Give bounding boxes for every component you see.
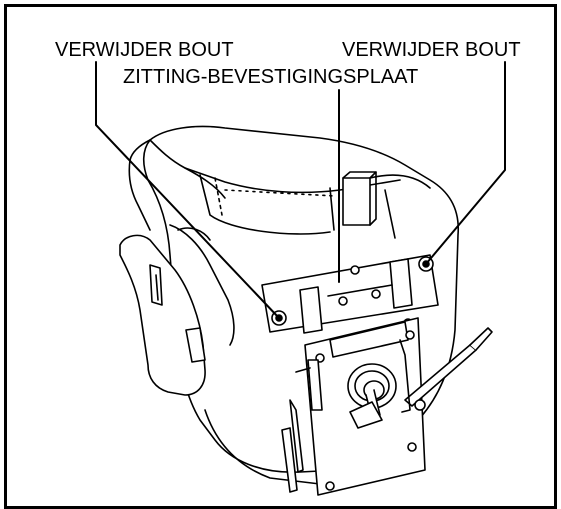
label-seat-mounting-plate: ZITTING-BEVESTIGINGSPLAAT: [123, 66, 419, 88]
weight-adjust-knob: [347, 363, 397, 429]
diagram-frame: [4, 4, 557, 509]
backrest-post: [342, 171, 377, 226]
seat-top-stitching: [199, 174, 431, 239]
slide-lever: [281, 359, 323, 493]
leader-lines: [95, 61, 506, 319]
leader-line-bolt-left: [95, 61, 280, 319]
adjust-lever: [399, 327, 493, 413]
leader-line-bolt-right: [425, 61, 506, 265]
label-remove-bolt-right: VERWIJDER BOUT: [342, 39, 521, 61]
label-remove-bolt-left: VERWIJDER BOUT: [55, 39, 234, 61]
armrest: [119, 224, 235, 396]
seat-mounting-plate-frame: [261, 254, 439, 334]
